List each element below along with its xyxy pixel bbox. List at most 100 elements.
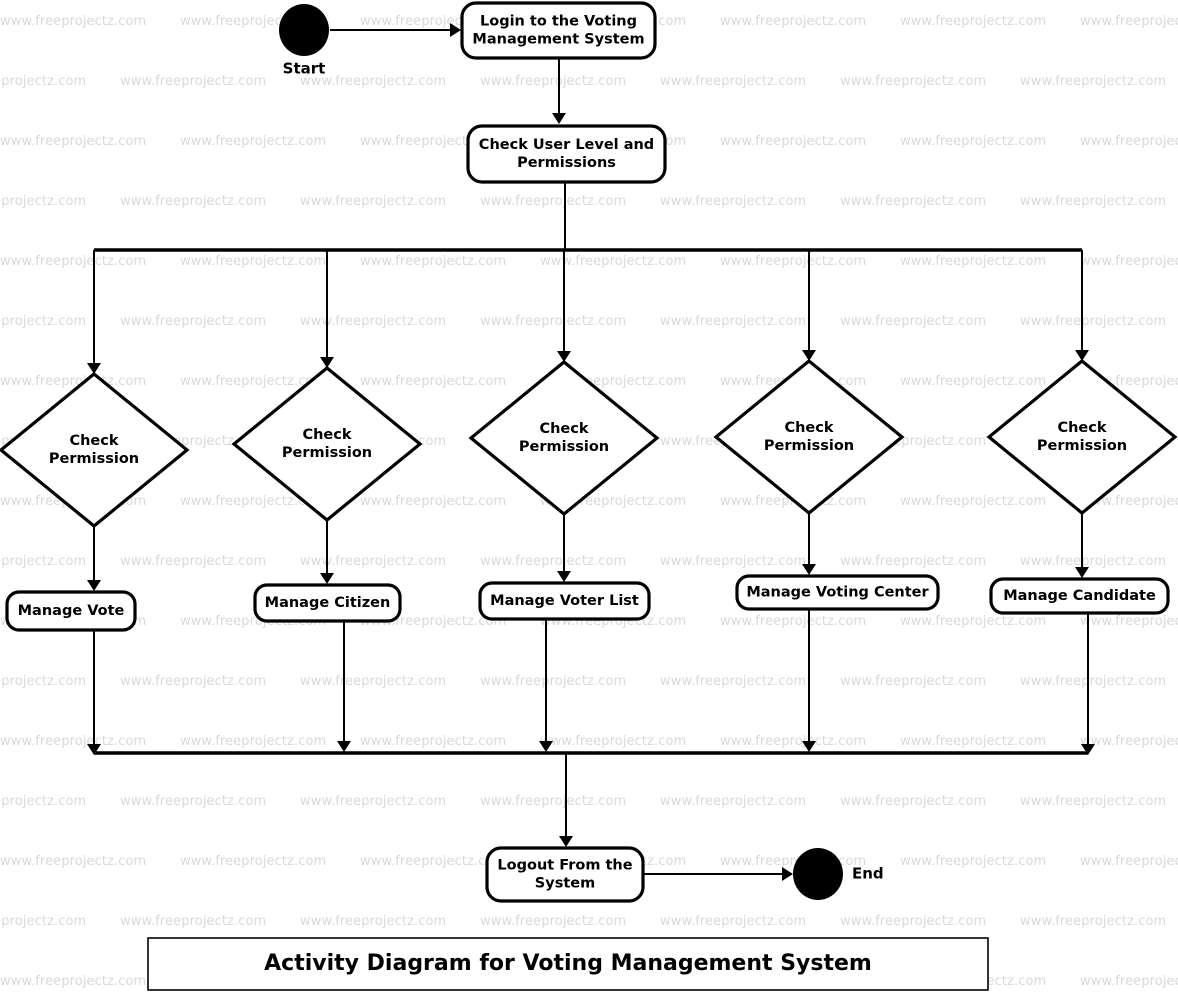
arrow-down-icon bbox=[539, 741, 553, 752]
edge-manage-voting-center-to-join bbox=[802, 609, 816, 752]
arrow-down-icon bbox=[802, 564, 816, 575]
edge-decision-candidate-to-manage-candidate bbox=[1075, 513, 1089, 578]
action-box[interactable] bbox=[478, 581, 651, 621]
arrow-down-icon bbox=[559, 836, 573, 847]
node-decision-voter-list-label-line: Check bbox=[539, 421, 588, 437]
node-logout-label-line: System bbox=[535, 876, 595, 892]
decision-diamond[interactable] bbox=[231, 365, 423, 523]
edge-decision-voting-center-to-manage-voting-center bbox=[802, 513, 816, 575]
node-decision-candidate-label-line: Check bbox=[1057, 420, 1106, 436]
node-manage-candidate-label-line: Manage Candidate bbox=[1003, 588, 1156, 604]
end-node-circle[interactable] bbox=[793, 848, 843, 900]
edge-fork-to-decision-vote bbox=[87, 250, 101, 374]
node-login-label-line: Login to the Voting bbox=[480, 14, 637, 30]
node-decision-vote-label-line: Permission bbox=[49, 451, 139, 467]
node-decision-citizen-label-line: Check bbox=[302, 427, 351, 443]
node-manage-voter-list-label: Manage Voter List bbox=[490, 593, 639, 609]
node-start[interactable]: Start bbox=[279, 4, 329, 78]
node-manage-voting-center-label: Manage Voting Center bbox=[746, 585, 929, 601]
action-box[interactable] bbox=[460, 1, 657, 60]
action-box[interactable] bbox=[253, 583, 402, 623]
action-box[interactable] bbox=[466, 124, 667, 184]
node-manage-voting-center[interactable]: Manage Voting Center bbox=[735, 574, 940, 611]
arrow-down-icon bbox=[87, 744, 101, 755]
node-end[interactable]: End bbox=[793, 848, 884, 900]
node-manage-citizen-label-line: Manage Citizen bbox=[265, 595, 391, 611]
action-box[interactable] bbox=[989, 577, 1170, 615]
control-bars-group bbox=[94, 248, 1088, 755]
node-decision-candidate-label-line: Permission bbox=[1037, 438, 1127, 454]
edge-logout-to-end bbox=[643, 867, 793, 881]
edge-manage-citizen-to-join bbox=[337, 621, 351, 752]
edge-manage-voter-list-to-join bbox=[539, 619, 553, 752]
action-box[interactable] bbox=[5, 590, 137, 632]
decision-diamond[interactable] bbox=[468, 359, 660, 517]
arrow-down-icon bbox=[802, 741, 816, 752]
arrow-down-icon bbox=[1081, 744, 1095, 755]
action-box[interactable] bbox=[735, 574, 940, 611]
arrow-down-icon bbox=[802, 350, 816, 361]
arrow-down-icon bbox=[557, 351, 571, 362]
node-logout-label-line: Logout From the bbox=[497, 858, 632, 874]
arrow-down-icon bbox=[87, 363, 101, 374]
node-decision-vote-label-line: Check bbox=[69, 433, 118, 449]
node-decision-voter-list-label-line: Permission bbox=[519, 439, 609, 455]
edge-start-to-login bbox=[330, 23, 461, 37]
decision-diamond[interactable] bbox=[0, 371, 190, 529]
node-manage-vote[interactable]: Manage Vote bbox=[5, 590, 137, 632]
node-manage-vote-label: Manage Vote bbox=[18, 603, 125, 619]
node-check-user-level-label-line: Permissions bbox=[517, 155, 616, 171]
node-manage-candidate-label: Manage Candidate bbox=[1003, 588, 1156, 604]
node-manage-candidate[interactable]: Manage Candidate bbox=[989, 577, 1170, 615]
node-manage-citizen[interactable]: Manage Citizen bbox=[253, 583, 402, 623]
node-manage-vote-label-line: Manage Vote bbox=[18, 603, 125, 619]
arrow-right-icon bbox=[782, 867, 793, 881]
node-start-label: Start bbox=[283, 60, 326, 78]
edge-fork-to-decision-candidate bbox=[1075, 250, 1089, 361]
edge-decision-voter-list-to-manage-voter-list bbox=[557, 514, 571, 582]
node-manage-citizen-label: Manage Citizen bbox=[265, 595, 391, 611]
edge-fork-to-decision-voting-center bbox=[802, 250, 816, 361]
arrow-right-icon bbox=[450, 23, 461, 37]
title-banner-group: Activity Diagram for Voting Management S… bbox=[147, 937, 989, 991]
edge-login-to-check bbox=[552, 58, 566, 124]
action-box[interactable] bbox=[485, 846, 645, 903]
node-manage-voter-list[interactable]: Manage Voter List bbox=[478, 581, 651, 621]
decision-diamond[interactable] bbox=[986, 358, 1178, 516]
title-banner-box bbox=[147, 937, 989, 991]
node-decision-citizen-label-line: Permission bbox=[282, 445, 372, 461]
edge-fork-to-decision-citizen bbox=[320, 250, 334, 368]
arrow-down-icon bbox=[320, 357, 334, 368]
decision-diamond[interactable] bbox=[713, 358, 905, 516]
diagram-title: Activity Diagram for Voting Management S… bbox=[264, 951, 872, 976]
edge-join-to-logout bbox=[559, 753, 573, 847]
node-manage-voter-list-label-line: Manage Voter List bbox=[490, 593, 639, 609]
node-check-user-level-label-line: Check User Level and bbox=[479, 137, 654, 153]
arrow-down-icon bbox=[1075, 567, 1089, 578]
arrow-down-icon bbox=[1075, 350, 1089, 361]
start-node-circle[interactable] bbox=[279, 4, 329, 56]
arrow-down-icon bbox=[557, 571, 571, 582]
edges-group bbox=[87, 23, 1095, 881]
edge-decision-citizen-to-manage-citizen bbox=[320, 520, 334, 584]
